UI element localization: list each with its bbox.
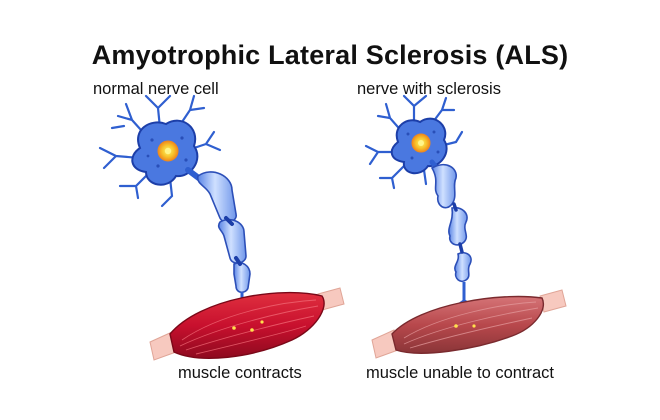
- label-muscle-contracts: muscle contracts: [178, 364, 302, 382]
- atrophied-muscle-belly: [391, 295, 545, 354]
- diagram-title: Amyotrophic Lateral Sclerosis (ALS): [91, 40, 569, 70]
- healthy-muscle: [149, 287, 345, 361]
- sclerosis-dendrites: [364, 94, 464, 190]
- sclerosis-damaged-myelin: [430, 163, 472, 283]
- healthy-muscle-belly: [169, 291, 325, 359]
- label-normal-nerve-cell: normal nerve cell: [93, 80, 219, 98]
- atrophied-muscle-tendon-right: [539, 289, 567, 313]
- normal-myelin-sheath: [196, 171, 251, 294]
- label-muscle-unable: muscle unable to contract: [366, 364, 555, 382]
- label-nerve-with-sclerosis: nerve with sclerosis: [357, 80, 501, 98]
- normal-neuron: [98, 94, 263, 331]
- atrophied-muscle: [371, 289, 567, 359]
- sclerosis-neuron: [364, 94, 485, 327]
